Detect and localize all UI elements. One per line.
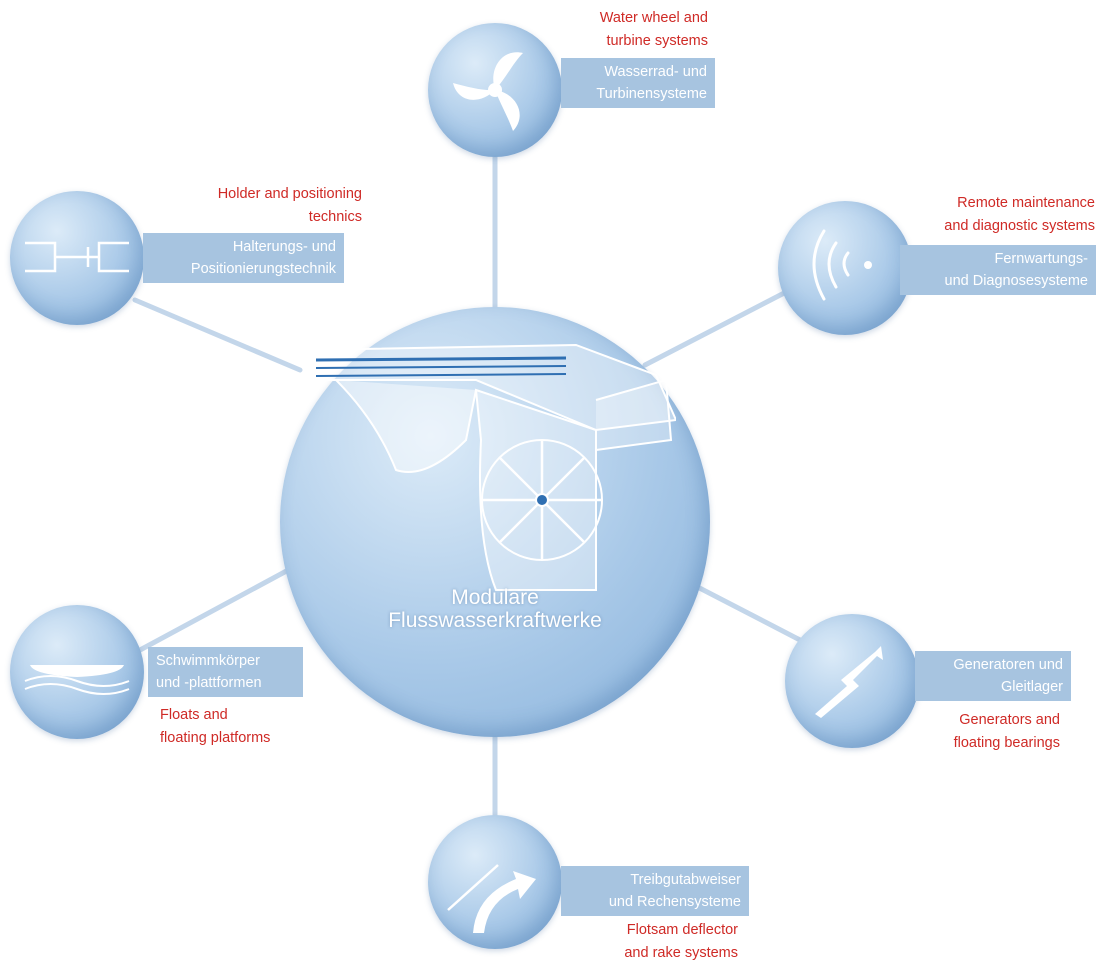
label-en-generators: Generators and floating bearings [900,709,1060,755]
connector-icon [25,241,129,273]
label-en-remote-line2: and diagnostic systems [944,218,1095,234]
label-de-generators-line1: Generatoren und [953,657,1063,673]
label-en-floats-line1: Floats and [160,707,228,723]
label-en-turbine: Water wheel and turbine systems [540,7,708,53]
center-title: Modulare Flusswasserkraftwerke [340,586,650,632]
label-en-flotsam: Flotsam deflector and rake systems [560,919,738,965]
label-de-remote: Fernwartungs- und Diagnosesysteme [900,245,1096,295]
label-de-flotsam-line1: Treibgutabweiser [630,872,741,888]
lightning-icon [815,646,883,718]
label-en-turbine-line2: turbine systems [606,33,708,49]
connector-floats [137,565,295,653]
node-holder-positioning [10,191,144,325]
label-de-floats: Schwimmkörper und -plattformen [148,647,303,697]
label-en-generators-line1: Generators and [959,712,1060,728]
center-title-line1: Modulare [451,586,539,609]
label-de-turbine: Wasserrad- und Turbinensysteme [561,58,715,108]
label-en-holder-line1: Holder and positioning [217,186,362,202]
label-en-turbine-line1: Water wheel and [599,10,708,26]
label-de-remote-line1: Fernwartungs- [994,251,1088,267]
node-remote-maintenance [778,201,912,335]
label-de-generators-line2: Gleitlager [1000,679,1063,695]
label-de-generators: Generatoren und Gleitlager [915,651,1071,701]
deflector-arrow-icon [447,864,536,933]
label-de-holder: Halterungs- und Positionierungstechnik [143,233,344,283]
label-en-remote: Remote maintenance and diagnostic system… [890,192,1095,238]
center-circle [280,307,710,737]
label-de-turbine-line2: Turbinensysteme [596,86,707,102]
label-de-flotsam: Treibgutabweiser und Rechensysteme [561,866,749,916]
node-generators-bearings [785,614,919,748]
label-en-holder-line2: technics [308,209,362,225]
label-en-floats-line2: floating platforms [160,730,271,746]
node-turbine-systems [428,23,562,157]
float-platform-icon [24,665,130,695]
label-de-flotsam-line2: und Rechensysteme [608,894,741,910]
label-de-turbine-line1: Wasserrad- und [604,64,707,80]
label-en-remote-line1: Remote maintenance [957,195,1095,211]
label-en-generators-line2: floating bearings [953,735,1060,751]
label-en-floats: Floats and floating platforms [160,704,330,750]
label-de-remote-line2: und Diagnosesysteme [944,273,1088,289]
label-de-floats-line1: Schwimmkörper [156,653,260,669]
node-floats-platforms [10,605,144,739]
label-de-holder-line2: Positionierungstechnik [190,261,336,277]
connector-remote [642,287,793,368]
label-de-floats-line2: und -plattformen [156,675,262,691]
turbine-icon [453,52,523,131]
river-power-plant-illustration [304,343,676,591]
signal-icon [812,229,872,301]
label-en-flotsam-line1: Flotsam deflector [626,922,738,938]
label-de-holder-line1: Halterungs- und [232,239,336,255]
label-en-holder: Holder and positioning technics [130,183,362,229]
label-en-flotsam-line2: and rake systems [624,945,738,961]
connector-holder [132,297,303,373]
node-flotsam-deflector [428,815,562,949]
center-title-line2: Flusswasserkraftwerke [388,609,602,632]
